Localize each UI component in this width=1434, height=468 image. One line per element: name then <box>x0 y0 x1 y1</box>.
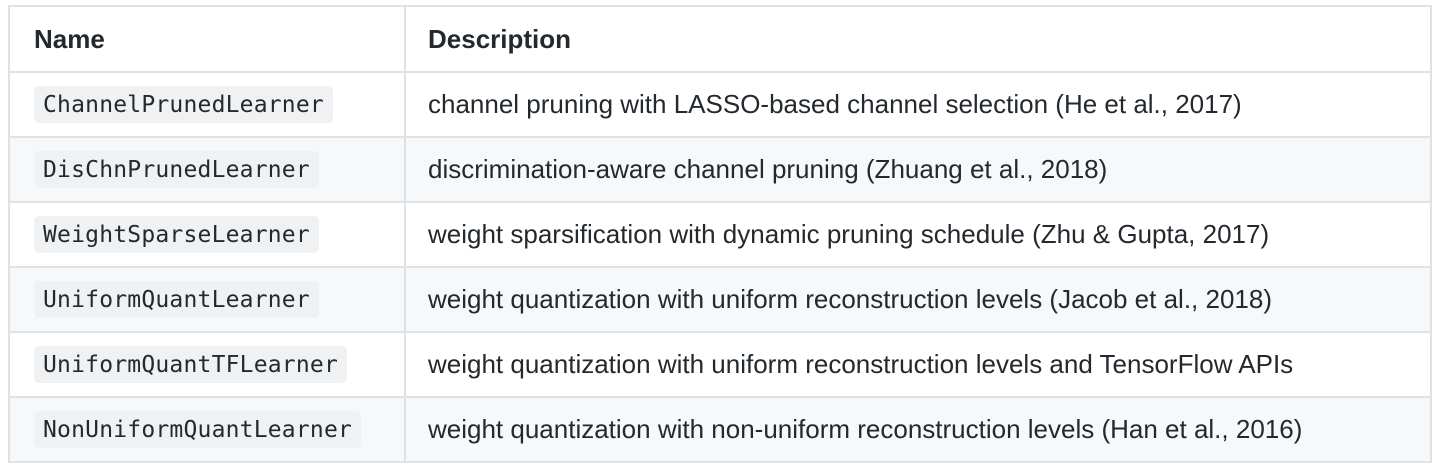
header-row: Name Description <box>8 5 1432 73</box>
table-row: UniformQuantLearner weight quantization … <box>8 266 1432 333</box>
learner-name-code: UniformQuantLearner <box>34 281 319 318</box>
column-header-name: Name <box>8 5 406 73</box>
table-row: WeightSparseLearner weight sparsificatio… <box>8 201 1432 268</box>
learner-name-cell: ChannelPrunedLearner <box>8 71 406 138</box>
table-row: DisChnPrunedLearner discrimination-aware… <box>8 136 1432 203</box>
table-row: NonUniformQuantLearner weight quantizati… <box>8 396 1432 463</box>
learner-name-code: ChannelPrunedLearner <box>34 86 333 123</box>
learner-description-cell: weight quantization with non-uniform rec… <box>404 396 1432 463</box>
learner-name-code: NonUniformQuantLearner <box>34 411 362 448</box>
learner-name-cell: DisChnPrunedLearner <box>8 136 406 203</box>
learner-name-cell: UniformQuantTFLearner <box>8 331 406 398</box>
learner-name-code: WeightSparseLearner <box>34 216 319 253</box>
table-body: ChannelPrunedLearner channel pruning wit… <box>8 71 1432 463</box>
learners-table: Name Description ChannelPrunedLearner ch… <box>8 5 1432 463</box>
learner-name-code: DisChnPrunedLearner <box>34 151 319 188</box>
learner-description-cell: channel pruning with LASSO-based channel… <box>404 71 1432 138</box>
learner-description-cell: discrimination-aware channel pruning (Zh… <box>404 136 1432 203</box>
learner-name-cell: NonUniformQuantLearner <box>8 396 406 463</box>
table-row: ChannelPrunedLearner channel pruning wit… <box>8 71 1432 138</box>
learner-description-cell: weight sparsification with dynamic pruni… <box>404 201 1432 268</box>
table-row: UniformQuantTFLearner weight quantizatio… <box>8 331 1432 398</box>
learner-name-cell: WeightSparseLearner <box>8 201 406 268</box>
learner-name-cell: UniformQuantLearner <box>8 266 406 333</box>
table-header: Name Description <box>8 5 1432 73</box>
learner-description-cell: weight quantization with uniform reconst… <box>404 331 1432 398</box>
column-header-description: Description <box>404 5 1432 73</box>
learners-table-container: Name Description ChannelPrunedLearner ch… <box>8 5 1432 463</box>
learner-name-code: UniformQuantTFLearner <box>34 346 347 383</box>
learner-description-cell: weight quantization with uniform reconst… <box>404 266 1432 333</box>
